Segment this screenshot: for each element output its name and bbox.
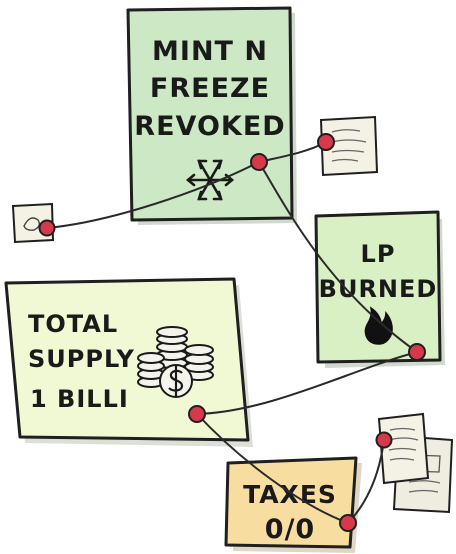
pin-top-paper: [317, 133, 335, 151]
note-lp-line1: LP: [361, 240, 396, 268]
connection-strings: [46, 141, 418, 524]
pin-right-paper: [375, 431, 393, 449]
note-lp-burned: LP BURNED: [314, 210, 445, 368]
push-pins: [38, 133, 426, 532]
string-left-to-mint: [46, 161, 260, 229]
note-taxes-line2: 0/0: [265, 514, 315, 545]
note-mint-line3: REVOKED: [134, 111, 285, 142]
note-mint-line2: FREEZE: [150, 73, 270, 104]
note-supply-card: [4, 277, 250, 442]
note-lp-card: [314, 210, 442, 364]
note-taxes: TAXES 0/0: [224, 456, 362, 553]
pin-left-paper: [38, 219, 56, 237]
paper-note-top-right: [319, 115, 379, 177]
paper-stack-bottom-right: [377, 412, 454, 514]
note-supply-line1: TOTAL: [28, 310, 118, 338]
string-supply-to-taxes: [196, 413, 349, 524]
string-lp-to-supply: [196, 351, 418, 415]
coin-stack-icon: [137, 326, 214, 398]
note-taxes-card: [224, 456, 358, 549]
note-mint-line1: MINT N: [152, 36, 268, 67]
note-taxes-line1: TAXES: [243, 480, 337, 509]
note-supply-line2: SUPPLY: [28, 345, 135, 373]
pin-lp: [408, 343, 426, 361]
pin-taxes: [339, 514, 357, 532]
string-mint-to-lp: [258, 161, 418, 353]
note-supply-line3: 1 BILLI: [30, 385, 129, 413]
note-mint-freeze: MINT N FREEZE REVOKED: [126, 6, 297, 225]
pin-mint: [250, 153, 268, 171]
pin-supply: [188, 405, 206, 423]
snowflake-icon: [185, 159, 235, 201]
note-total-supply: TOTAL SUPPLY 1 BILLI: [4, 277, 253, 447]
string-taxes-to-paper: [347, 439, 385, 524]
